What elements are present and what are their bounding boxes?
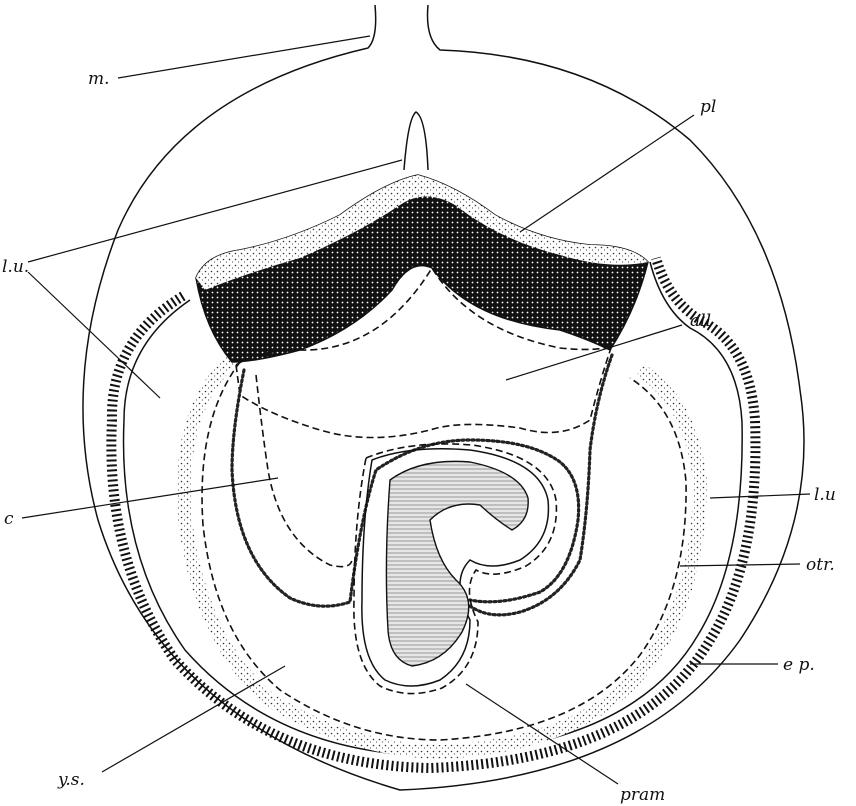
placenta-tip: [404, 112, 428, 170]
label-ep: e p.: [783, 655, 815, 675]
label-ys: y.s.: [57, 770, 85, 790]
label-lu-left: l.u.: [2, 257, 29, 277]
leader-lu-2: [28, 272, 160, 398]
leader-pl: [520, 115, 694, 232]
leader-c: [22, 478, 278, 518]
uterine-outer-wall: [83, 5, 804, 790]
label-all: all: [690, 311, 711, 331]
label-pl: pl: [700, 97, 716, 117]
label-pram: pram: [620, 785, 665, 805]
label-otr: otr.: [806, 555, 835, 575]
chorion-dashed-inner: [256, 375, 352, 567]
outer-trophoblast: [184, 360, 700, 752]
label-m: m.: [88, 69, 110, 89]
label-lu-right: l.u: [814, 485, 836, 505]
otr-dashed-line: [202, 362, 686, 740]
label-c: c: [4, 509, 14, 529]
leader-lu-right: [710, 494, 810, 498]
